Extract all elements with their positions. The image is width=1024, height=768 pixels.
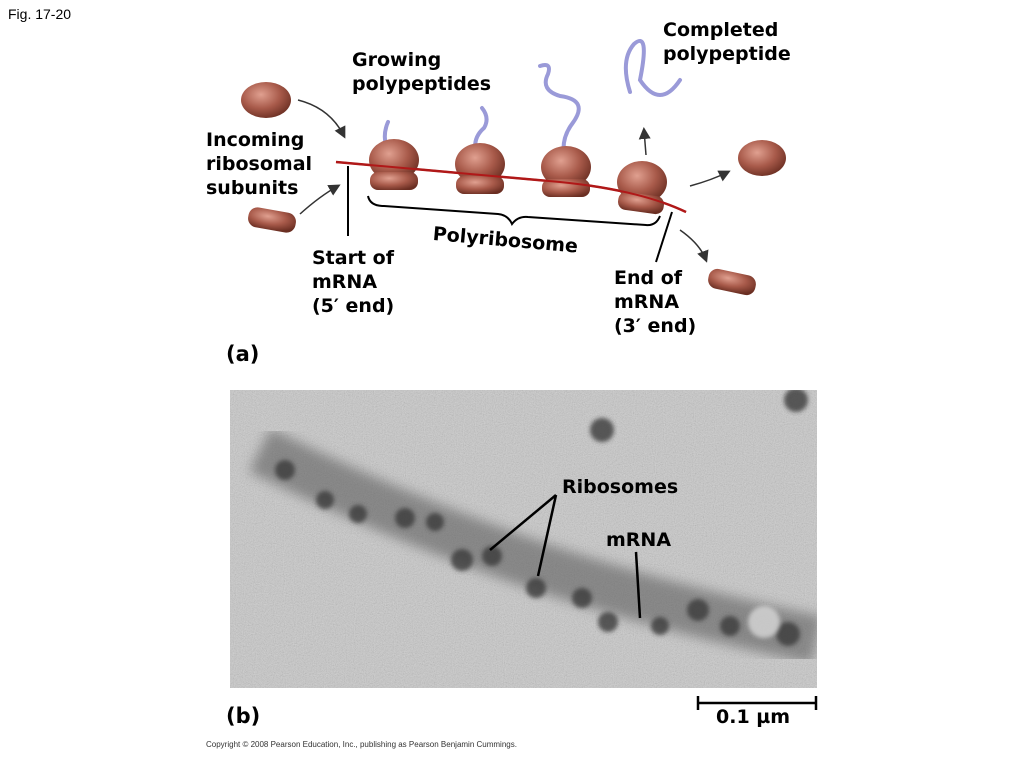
ribosomes-leader-1 xyxy=(489,494,557,551)
micro-bright-blob xyxy=(748,606,780,638)
incoming-large-subunit xyxy=(241,82,291,118)
micro-ribosome xyxy=(590,418,614,442)
label-incoming-subunits: Incoming ribosomal subunits xyxy=(206,129,313,199)
mrna-dark-band xyxy=(249,428,817,664)
released-large-subunit xyxy=(738,140,786,176)
micro-ribosome xyxy=(451,549,473,571)
polypeptide-3 xyxy=(538,63,581,162)
micro-ribosome xyxy=(784,390,808,412)
ribosome-3 xyxy=(541,146,591,197)
incoming-small-subunit xyxy=(248,207,296,233)
mrna-leader xyxy=(634,551,642,619)
ribosome-1 xyxy=(369,139,419,190)
end-leader-line xyxy=(655,211,673,263)
label-end-of-mrna: End of mRNA (3′ end) xyxy=(614,267,697,337)
release-arrow-top xyxy=(689,170,731,187)
ribosomes-leader-2 xyxy=(536,494,558,577)
label-ribosomes: Ribosomes xyxy=(562,476,679,498)
micro-ribosome xyxy=(349,505,367,523)
polyribosome-brace xyxy=(367,195,661,227)
label-growing-polypeptides: Growing polypeptides xyxy=(352,49,492,95)
micro-ribosome xyxy=(651,617,669,635)
electron-micrograph xyxy=(230,390,817,688)
micro-ribosome xyxy=(526,578,546,598)
micro-ribosome xyxy=(572,588,592,608)
micro-ribosome xyxy=(776,622,800,646)
panel-a-letter: (a) xyxy=(226,342,260,366)
completed-polypeptide xyxy=(623,39,682,97)
micro-ribosome xyxy=(482,546,502,566)
label-mrna: mRNA xyxy=(606,529,672,551)
micro-ribosome xyxy=(598,612,618,632)
released-small-subunit xyxy=(708,268,756,296)
micro-ribosome xyxy=(395,508,415,528)
incoming-arrow-top xyxy=(297,99,346,139)
copyright-text: Copyright © 2008 Pearson Education, Inc.… xyxy=(206,740,517,749)
micro-ribosome xyxy=(720,616,740,636)
incoming-arrow-bottom xyxy=(299,184,341,215)
figure-label: Fig. 17-20 xyxy=(8,6,72,22)
mrna-strand-front xyxy=(335,161,687,213)
micro-ribosome xyxy=(316,491,334,509)
release-arrow-bottom xyxy=(679,229,709,263)
micro-ribosome xyxy=(426,513,444,531)
micro-ribosome xyxy=(687,599,709,621)
panel-b-letter: (b) xyxy=(226,704,261,728)
label-completed-polypeptide: Completed polypeptide xyxy=(663,19,791,65)
label-start-of-mrna: Start of mRNA (5′ end) xyxy=(312,247,395,317)
micro-ribosome xyxy=(275,460,295,480)
completed-arrow xyxy=(638,127,651,156)
scale-label: 0.1 µm xyxy=(716,706,791,728)
